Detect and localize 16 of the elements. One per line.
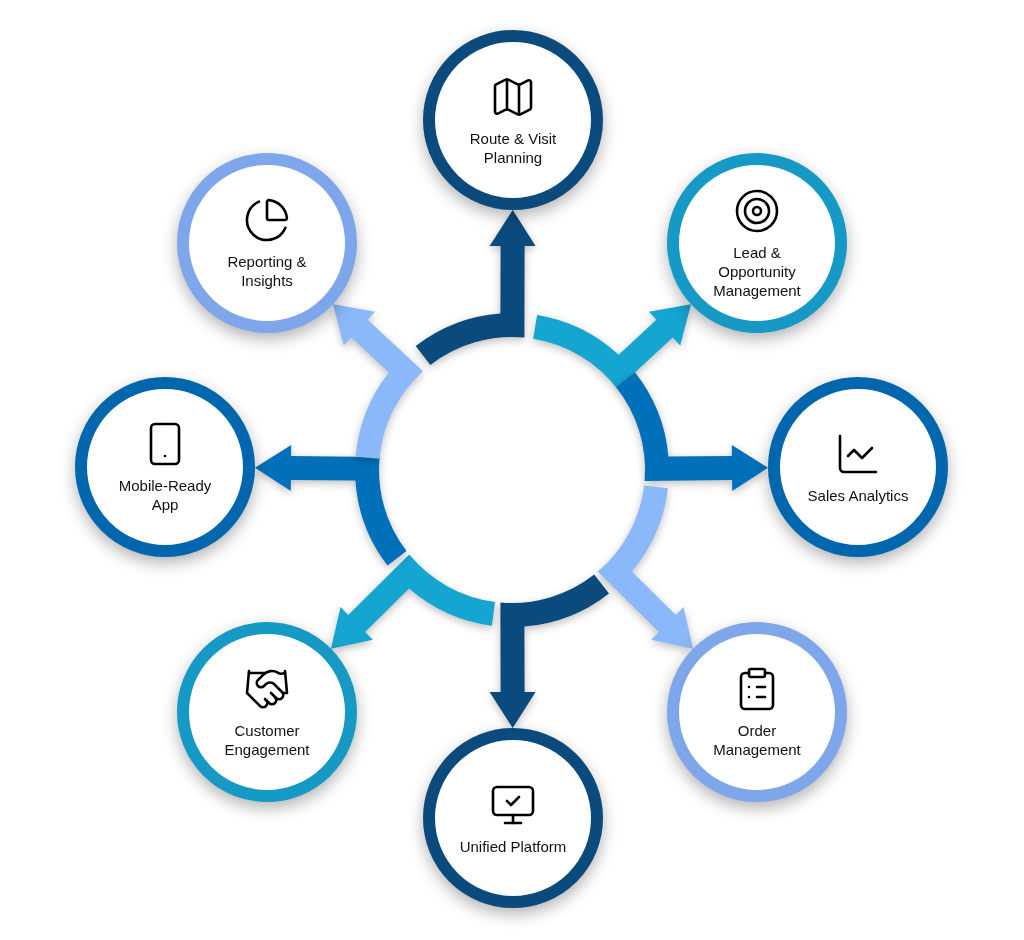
- arrow: [333, 304, 423, 459]
- feature-label: Customer Engagement: [223, 721, 311, 759]
- feature-label: Unified Platform: [458, 836, 568, 856]
- arrow: [489, 574, 609, 728]
- arrow: [533, 304, 691, 389]
- feature-label: Sales Analytics: [806, 485, 910, 505]
- feature-label: Route & Visit Planning: [468, 129, 558, 167]
- feature-label: Reporting & Insights: [226, 252, 308, 290]
- feature-label: Order Management: [712, 721, 802, 759]
- arrow: [331, 554, 495, 649]
- arrow: [415, 210, 536, 365]
- arrow: [597, 485, 693, 649]
- arrow: [616, 372, 768, 492]
- feature-label: Mobile-Ready App: [117, 476, 213, 514]
- feature-label: Lead & Opportunity Management: [712, 242, 802, 300]
- arrow: [255, 445, 407, 566]
